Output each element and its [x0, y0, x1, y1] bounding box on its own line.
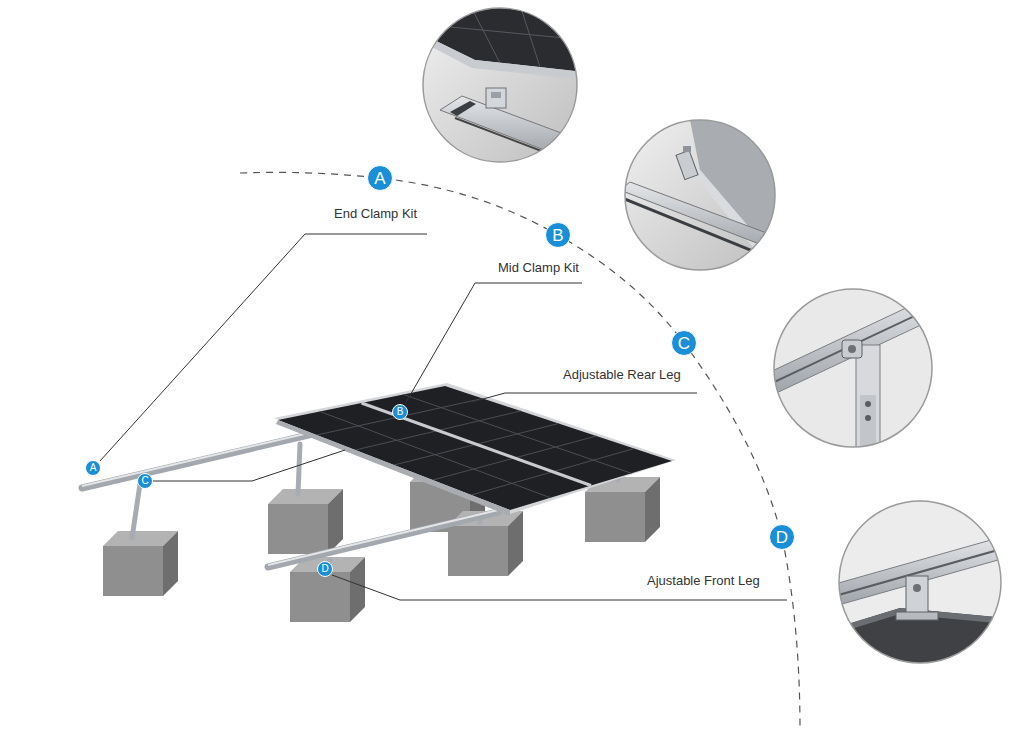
- callout-letter: A: [90, 463, 97, 473]
- part-name: End Clamp Kit: [333, 207, 418, 222]
- rear-leg-detail: [770, 285, 940, 455]
- part-name: Ajustable Front Leg: [646, 574, 761, 589]
- end-clamp-detail: [420, 5, 585, 165]
- callout-letter: C: [141, 476, 148, 486]
- part-name: Adjustable Rear Leg: [562, 368, 682, 383]
- callout-circle: A: [367, 165, 393, 191]
- callout-circle: C: [671, 330, 697, 356]
- solar-panels: [274, 383, 676, 516]
- mid-clamp-detail: [620, 115, 780, 275]
- callout-letter: A: [374, 170, 385, 187]
- callout-letter: D: [321, 564, 328, 574]
- detail-frame: [839, 501, 1001, 663]
- part-name: Mid Clamp Kit: [497, 261, 580, 276]
- callout-circle: D: [317, 561, 333, 577]
- callout-letter: B: [552, 227, 563, 244]
- front-leg-detail: [835, 500, 1005, 670]
- callout-letter: B: [397, 407, 404, 417]
- callout-circle: D: [769, 524, 795, 550]
- leader-lines: [100, 234, 787, 600]
- callout-letter: C: [678, 335, 690, 352]
- callout-circle: C: [137, 473, 153, 489]
- callout-circle: B: [392, 404, 408, 420]
- callout-circle: B: [545, 222, 571, 248]
- detail-frame: [774, 289, 932, 447]
- detail-frame: [423, 8, 577, 162]
- callout-letter: D: [776, 529, 788, 546]
- detail-frame: [625, 120, 775, 270]
- callout-circle: A: [85, 460, 101, 476]
